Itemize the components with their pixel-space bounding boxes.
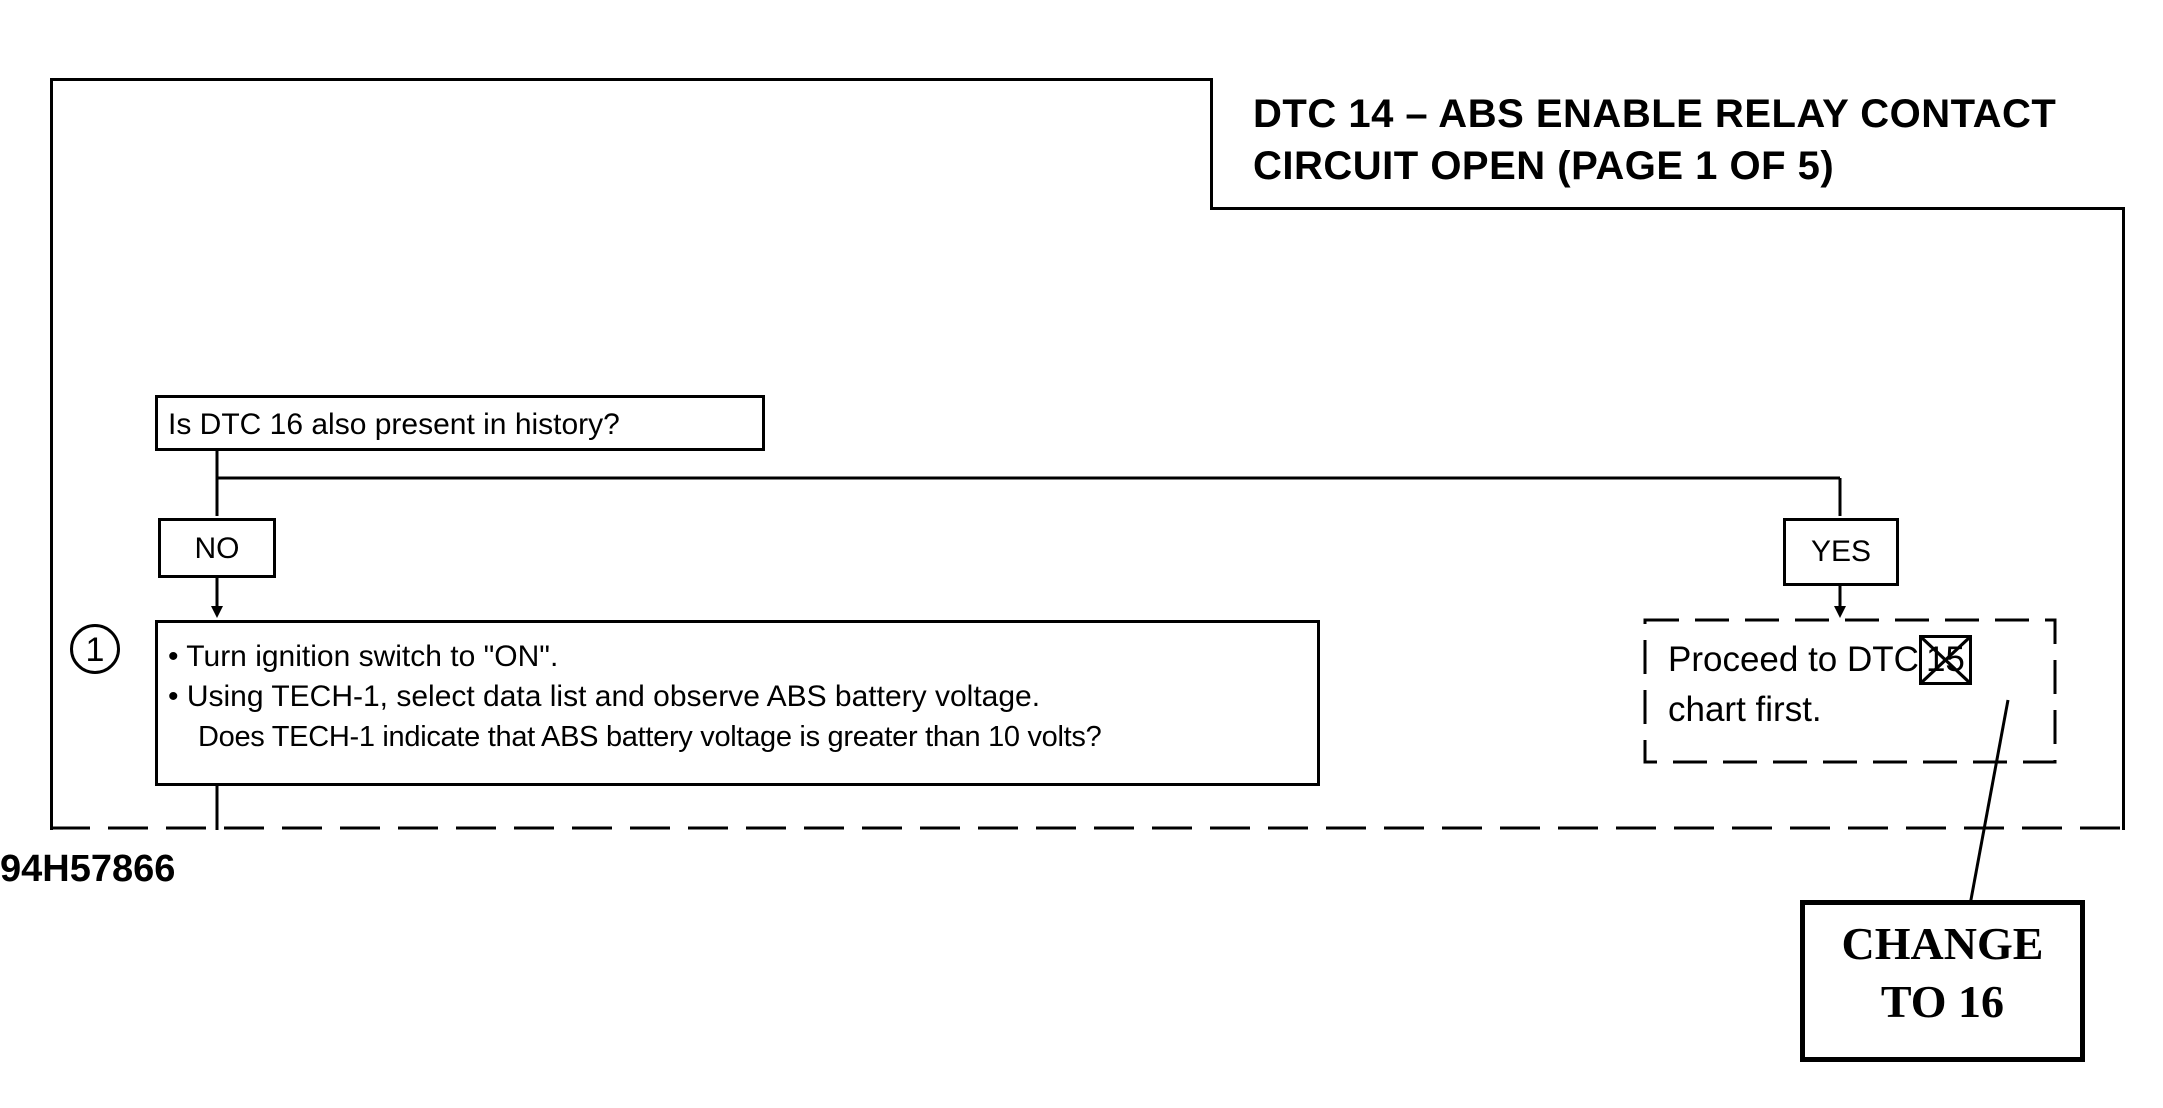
question-box: Is DTC 16 also present in history? (155, 395, 765, 451)
step-1-bullet-1: • Turn ignition switch to "ON". (168, 640, 559, 673)
title-line-2: CIRCUIT OPEN (PAGE 1 OF 5) (1253, 144, 1835, 188)
cross-out-icon (1921, 638, 1969, 682)
correction-line-2: TO 16 (1880, 976, 2005, 1027)
diagram-frame (50, 78, 2125, 830)
question-text: Is DTC 16 also present in history? (168, 408, 620, 441)
title-line-1: DTC 14 – ABS ENABLE RELAY CONTACT (1253, 92, 2057, 136)
step-1-condition: Does TECH-1 indicate that ABS battery vo… (198, 721, 1102, 753)
figure-id: 94H57866 (0, 848, 176, 890)
correction-callout-line (1968, 699, 2010, 906)
correction-callout: CHANGE TO 16 (1800, 900, 2085, 1062)
proceed-box: Proceed to DTC15 chart first. (1648, 625, 2053, 760)
no-label: NO (158, 518, 276, 578)
proceed-line-1: Proceed to DTC15 (1668, 635, 2053, 685)
step-1-box: • Turn ignition switch to "ON". • Using … (155, 620, 1320, 786)
struck-dtc-number: 15 (1918, 635, 1972, 685)
chart-title: DTC 14 – ABS ENABLE RELAY CONTACT CIRCUI… (1210, 78, 2125, 210)
arrow-to-proceed (1834, 606, 1846, 618)
proceed-box-outline (1643, 618, 2057, 764)
arrow-to-step (211, 606, 223, 618)
yes-label: YES (1783, 518, 1899, 586)
proceed-text: Proceed to DTC (1668, 640, 1919, 679)
step-number: 1 (70, 624, 120, 674)
step-1-bullet-2: • Using TECH-1, select data list and obs… (168, 680, 1041, 713)
correction-line-1: CHANGE (1841, 918, 2044, 969)
proceed-line-2: chart first. (1668, 690, 1822, 729)
